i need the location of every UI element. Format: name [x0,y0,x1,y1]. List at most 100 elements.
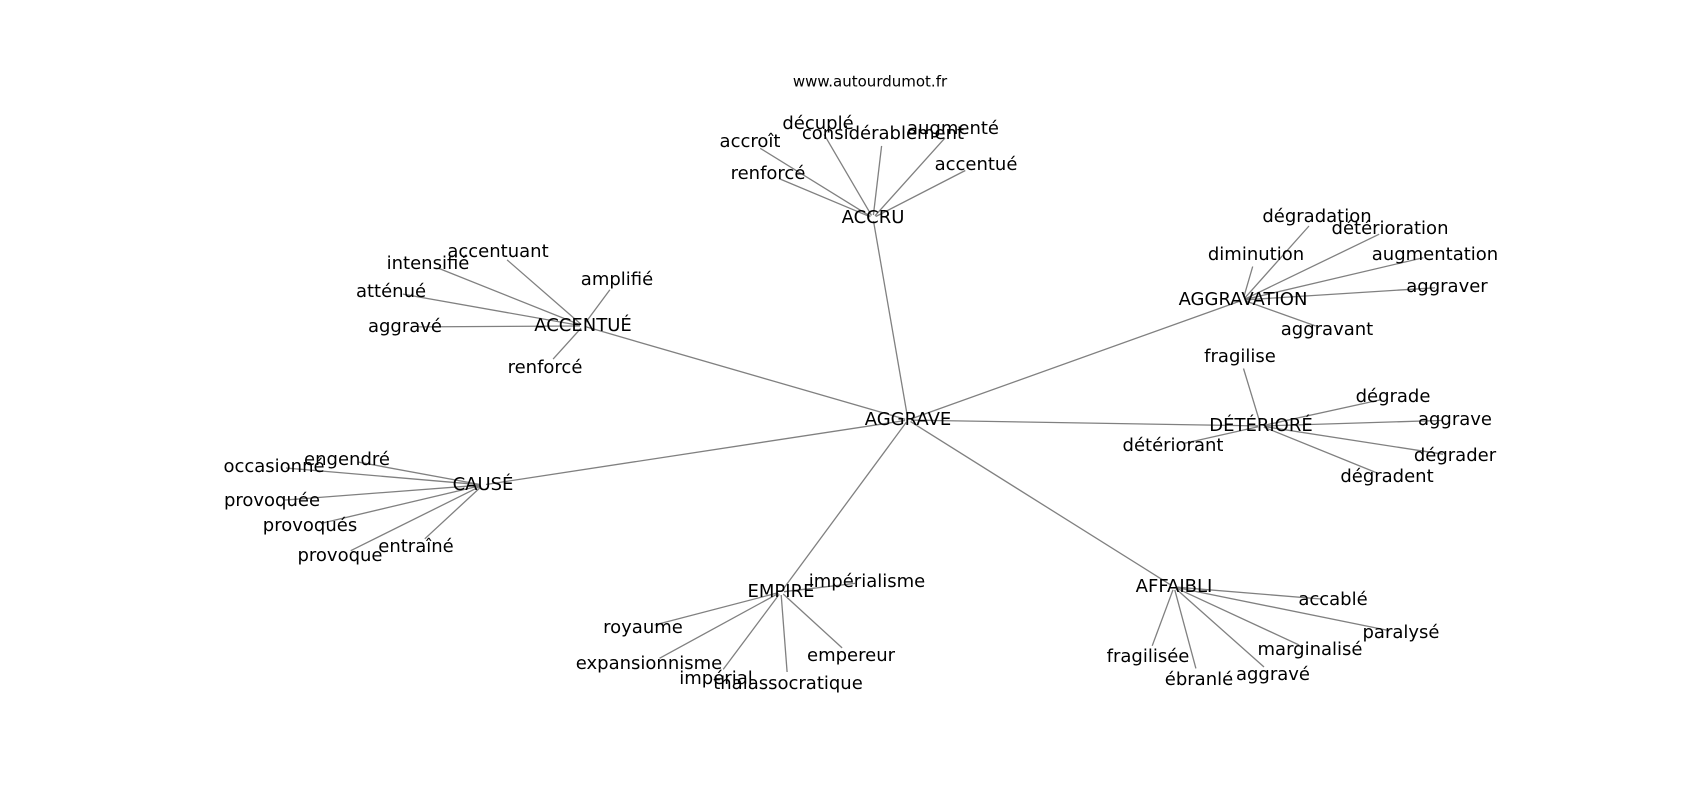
edge-deteriore-to-degrade [1263,398,1382,427]
hub-word-empire[interactable]: EMPIRE [748,581,815,602]
edge-deteriore-to-degradent [1263,426,1377,474]
edge-affaibli-to-fragilisee [1151,589,1174,647]
hub-word-accru[interactable]: ACCRU [842,207,905,228]
hub-word-cause[interactable]: CAUSÉ [453,473,514,495]
edge-empire-to-royaume [654,592,779,626]
edge-accentue-to-intensifie [438,267,581,326]
edge-empire-to-imperialisme [783,582,856,593]
leaf-word-aggravant[interactable]: aggravant [1281,319,1373,340]
edge-center-to-accru [872,220,909,418]
leaf-word-expansionnisme[interactable]: expansionnisme [576,653,722,674]
leaf-word-renforce[interactable]: renforcé [731,163,806,184]
leaf-word-imperial[interactable]: impérial [679,668,752,689]
edge-cause-to-occasionne [285,467,481,486]
leaf-word-augmentation[interactable]: augmentation [1372,244,1498,265]
leaf-word-accroit[interactable]: accroît [720,131,781,152]
leaf-word-aggrave[interactable]: aggravé [1236,664,1310,685]
edge-accentue-to-amplifie [584,289,611,324]
edge-aggravation-to-deterioration [1245,233,1380,300]
edge-center-to-empire [782,422,907,590]
edge-affaibli-to-marginalise [1176,587,1300,646]
hub-word-aggravation[interactable]: AGGRAVATION [1179,289,1308,310]
leaf-word-degradation[interactable]: dégradation [1262,206,1371,227]
leaf-word-deteriorant[interactable]: détériorant [1123,435,1224,456]
leaf-word-aggrave[interactable]: aggravé [368,316,442,337]
edge-deteriore-to-aggrave [1263,419,1444,427]
edge-deteriore-to-degrader [1263,425,1444,455]
leaf-word-engendre[interactable]: engendré [304,449,390,470]
leaf-word-provoquee[interactable]: provoquée [224,490,320,511]
edge-aggravation-to-degradation [1244,225,1310,299]
edge-accentue-to-aggrave [416,325,581,328]
leaf-word-fragilise[interactable]: fragilise [1204,346,1276,367]
leaf-word-amplifie[interactable]: amplifié [581,269,653,290]
leaf-word-intensifie[interactable]: intensifié [387,253,470,274]
edge-accru-to-accentue [875,169,966,218]
edge-empire-to-expansionnisme [659,592,779,659]
edge-aggravation-to-aggravant [1245,300,1316,327]
edge-accru-to-accroit [759,147,871,217]
edge-affaibli-to-paralyse [1176,586,1390,632]
leaf-word-decuple[interactable]: décuplé [782,113,853,134]
edge-cause-to-entraine [424,486,482,540]
edge-aggravation-to-aggraver [1245,287,1436,301]
edge-accru-to-decuple [823,134,873,216]
edge-empire-to-empereur [782,593,843,649]
leaf-word-ebranle[interactable]: ébranlé [1165,669,1233,690]
leaf-word-provoques[interactable]: provoqués [263,515,357,536]
hub-word-affaibli[interactable]: AFFAIBLI [1136,576,1213,597]
leaf-word-degradent[interactable]: dégradent [1340,466,1433,487]
edge-center-to-cause [485,419,906,486]
edge-affaibli-to-accable [1176,586,1322,600]
edge-cause-to-provoquee [283,484,481,501]
leaf-word-occasionne[interactable]: occasionné [223,456,324,477]
edge-affaibli-to-aggrave [1175,588,1265,668]
graph-labels: AGGRAVEACCRUdécupléconsidérablementaugme… [223,113,1498,694]
graph-edges [283,134,1444,673]
leaf-word-degrader[interactable]: dégrader [1414,445,1497,466]
leaf-word-accentuant[interactable]: accentuant [447,241,548,262]
leaf-word-royaume[interactable]: royaume [603,617,683,638]
leaf-word-augmente[interactable]: augmenté [907,118,999,139]
leaf-word-marginalise[interactable]: marginalisé [1258,639,1363,660]
edge-accru-to-augmente [874,137,946,217]
edge-center-to-accentue [585,326,906,420]
leaf-word-accable[interactable]: accablé [1298,589,1367,610]
leaf-word-paralyse[interactable]: paralysé [1363,622,1440,643]
site-url[interactable]: www.autourdumot.fr [793,73,948,91]
edge-accentue-to-renforce [552,327,582,360]
edge-accru-to-renforce [778,178,871,218]
leaf-word-provoque[interactable]: provoque [297,545,382,566]
edge-accentue-to-attenue [402,293,581,327]
leaf-word-empereur[interactable]: empereur [807,645,896,666]
leaf-word-attenue[interactable]: atténué [356,281,426,302]
hub-word-deteriore[interactable]: DÉTÉRIORÉ [1209,414,1312,436]
edge-deteriore-to-fragilise [1242,368,1261,424]
edge-empire-to-thalassocratique [780,594,788,673]
leaf-word-deterioration[interactable]: détérioration [1332,218,1449,239]
edge-cause-to-engendre [358,461,481,486]
leaf-word-accentue[interactable]: accentué [935,154,1018,175]
edge-accentue-to-accentuant [506,259,582,325]
edge-affaibli-to-ebranle [1174,589,1197,669]
hub-word-accentue[interactable]: ACCENTUÉ [534,314,632,336]
leaf-word-renforce[interactable]: renforcé [508,357,583,378]
leaf-word-aggraver[interactable]: aggraver [1406,276,1488,297]
edge-cause-to-provoques [321,485,481,524]
leaf-word-considerablement[interactable]: considérablement [802,123,964,144]
edge-aggravation-to-augmentation [1245,257,1424,300]
leaf-word-diminution[interactable]: diminution [1208,244,1304,265]
leaf-word-imperialisme[interactable]: impérialisme [809,571,925,592]
leaf-word-thalassocratique[interactable]: thalassocratique [713,673,863,694]
edge-center-to-aggravation [910,300,1241,420]
edge-cause-to-provoque [350,485,481,552]
leaf-word-entraine[interactable]: entraîné [378,536,453,557]
edge-accru-to-considerablement [872,145,883,216]
center-word-aggrave[interactable]: AGGRAVE [865,409,952,430]
leaf-word-degrade[interactable]: dégrade [1356,386,1431,407]
edge-deteriore-to-deteriorant [1184,426,1259,444]
edge-center-to-affaibli [910,421,1172,586]
leaf-word-aggrave[interactable]: aggrave [1418,409,1492,430]
leaf-word-fragilisee[interactable]: fragilisée [1107,646,1190,667]
